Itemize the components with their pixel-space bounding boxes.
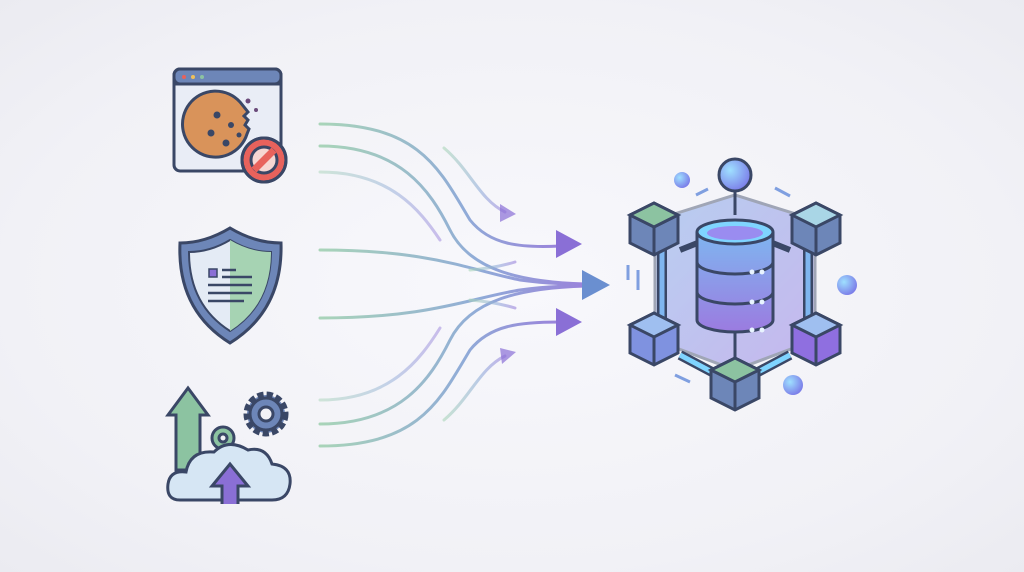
arrow-icon bbox=[500, 204, 516, 222]
database-network-cube-icon bbox=[626, 157, 857, 412]
arrow-icon bbox=[500, 348, 516, 364]
cloud-upload-growth-gears-icon bbox=[165, 385, 292, 504]
privacy-shield-document-icon bbox=[178, 226, 283, 345]
gear-icon bbox=[243, 391, 289, 437]
node-cube bbox=[788, 201, 844, 257]
node-cube bbox=[788, 311, 844, 367]
arrow-icon bbox=[556, 308, 582, 336]
cookie-blocked-browser-icon bbox=[172, 67, 288, 184]
arrow-icon bbox=[582, 270, 610, 300]
flow-arrowheads bbox=[500, 204, 610, 364]
node-cube bbox=[626, 201, 682, 257]
database-icon bbox=[695, 218, 775, 334]
arrow-icon bbox=[556, 230, 582, 258]
node-cube bbox=[626, 311, 682, 367]
node-cube bbox=[707, 356, 763, 412]
data-flow-lines bbox=[318, 122, 587, 448]
